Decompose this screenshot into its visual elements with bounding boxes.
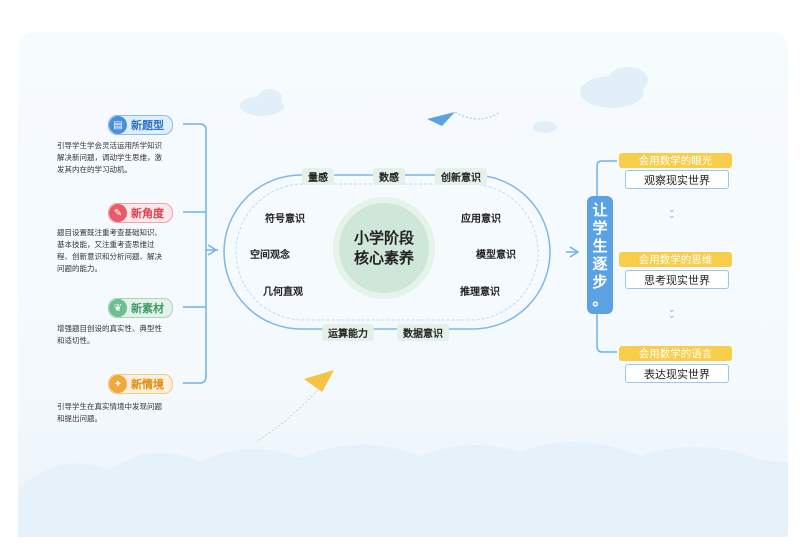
literacy-item: 应用意识 — [461, 214, 501, 225]
literacy-item: 空间观念 — [250, 250, 290, 261]
tag-new-angle: ✎ 新角度 — [108, 203, 173, 223]
paper-plane-icon — [255, 370, 334, 443]
goal-text: 观察现实世界 — [625, 170, 729, 189]
goal-heading: 会用数学的思维 — [619, 252, 732, 267]
literacy-item: 量感 — [302, 168, 334, 185]
core-literacy-circle: 小学阶段 核心素养 — [339, 203, 429, 293]
goal-text: 思考现实世界 — [625, 270, 729, 289]
goal-heading: 会用数学的语言 — [619, 346, 732, 361]
pencil-icon: ✎ — [109, 204, 127, 222]
literacy-item: 符号意识 — [265, 214, 305, 225]
chevron-down-icon: ⌄⌄ — [668, 205, 676, 221]
desc-new-angle: 题目设置既注重考查基础知识、 基本技能，又注重考查思维过 程、创新意识和分析问题… — [57, 228, 162, 273]
tag-new-question-type: ▤ 新题型 — [108, 115, 173, 135]
literacy-item: 数据意识 — [397, 324, 449, 341]
tag-new-material: ❦ 新素材 — [108, 298, 173, 318]
literacy-item: 模型意识 — [476, 250, 516, 261]
book-icon: ▤ — [109, 116, 127, 134]
tag-new-context: ✦ 新情境 — [108, 374, 173, 394]
sparkle-icon: ✦ — [109, 375, 127, 393]
literacy-item: 创新意识 — [435, 168, 487, 185]
desc-new-material: 增强题目创设的真实性、典型性 和适切性。 — [57, 324, 162, 345]
desc-new-question-type: 引导学生学会灵活运用所学知识 解决新问题，调动学生思维，激 发其内在的学习动机。 — [57, 141, 162, 174]
literacy-item: 数感 — [373, 168, 405, 185]
paper-plane-icon — [427, 111, 501, 126]
chevron-down-icon: ⌄⌄ — [668, 305, 676, 321]
goal-heading: 会用数学的眼光 — [619, 153, 732, 168]
desc-new-context: 引导学生在真实情境中发现问题 和提出问题。 — [57, 402, 162, 423]
goal-vertical-bar: 让 学 生 逐 步 。 — [587, 196, 613, 314]
literacy-item: 推理意识 — [460, 287, 500, 298]
literacy-item: 运算能力 — [322, 324, 374, 341]
literacy-item: 几何直观 — [263, 287, 303, 298]
goal-text: 表达现实世界 — [625, 364, 729, 383]
leaf-icon: ❦ — [109, 299, 127, 317]
